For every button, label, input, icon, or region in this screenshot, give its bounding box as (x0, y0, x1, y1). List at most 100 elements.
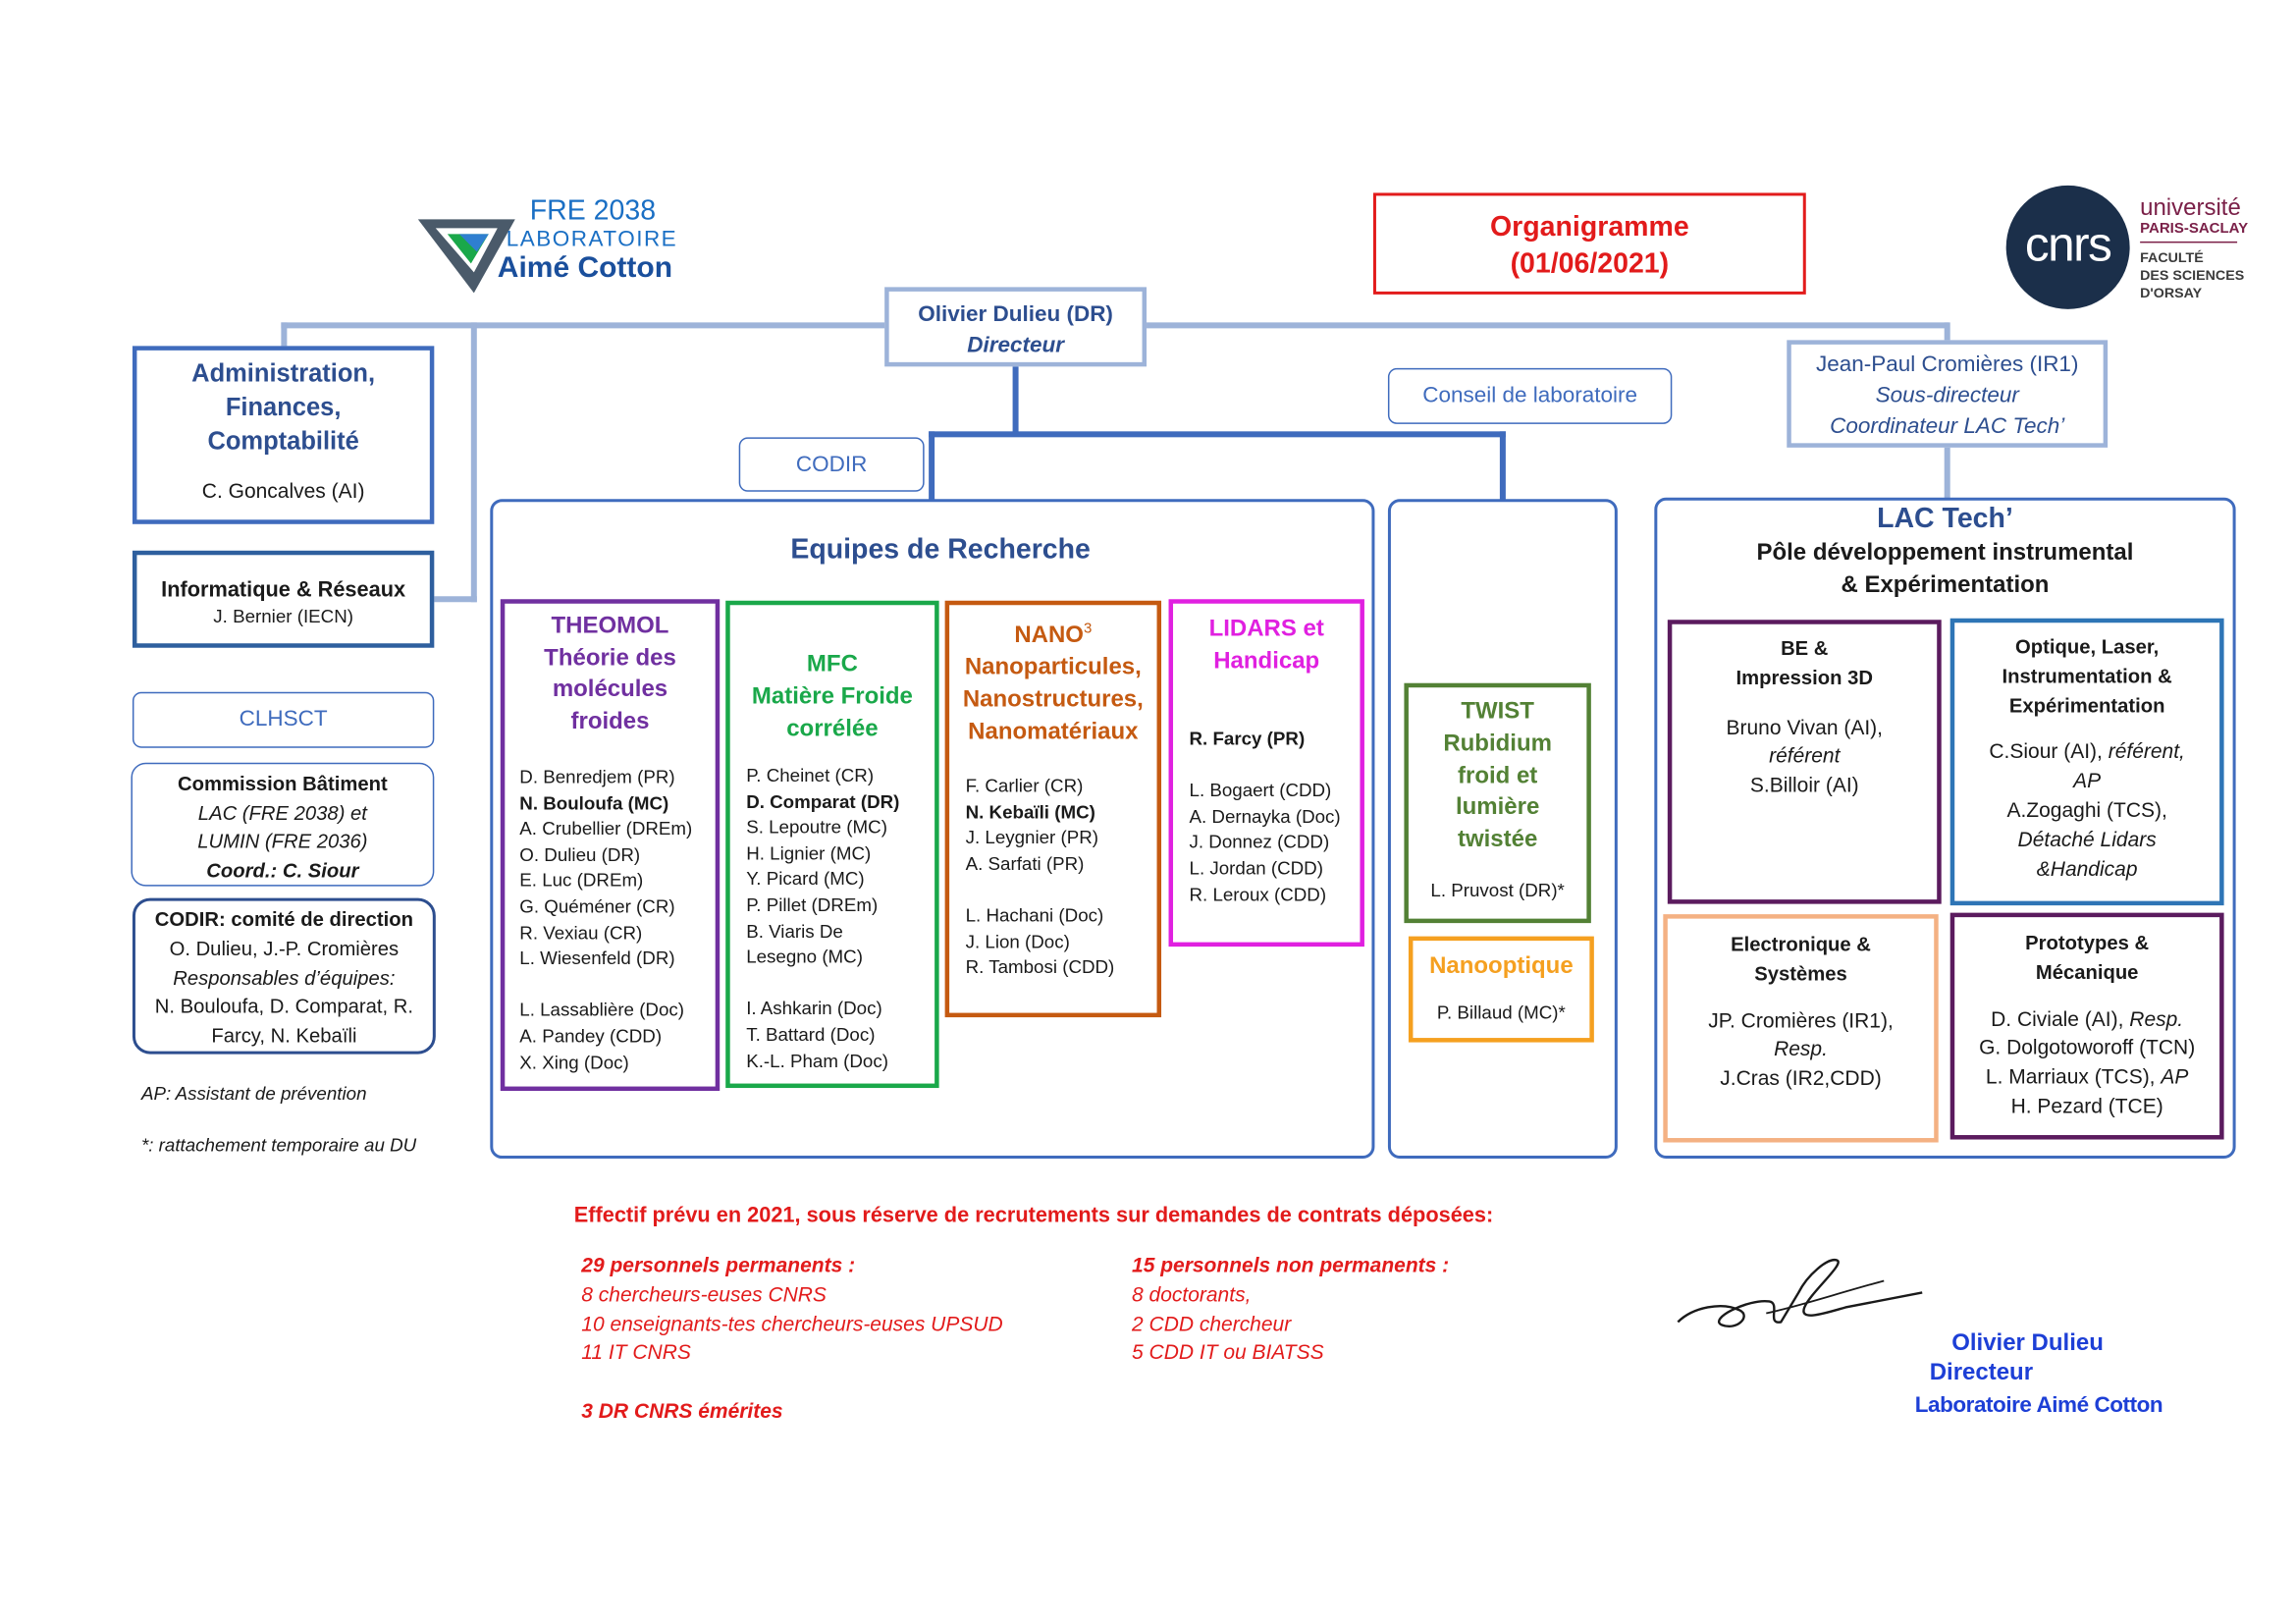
prototypes-person1a: D. Civiale (AI), (1991, 1005, 2130, 1030)
note-star: *: rattachement temporaire au DU (140, 1135, 417, 1157)
director-role: Directeur (967, 332, 1064, 358)
subdirector-role1: Sous-directeur (1875, 382, 2019, 408)
unit-be: BE & Impression 3D Bruno Vivan (AI), réf… (1667, 620, 1942, 904)
list-item: F. Carlier (CR) (965, 776, 1084, 797)
codir-box: CODIR: comité de direction O. Dulieu, J.… (132, 897, 436, 1055)
list-item: J. Leygnier (PR) (965, 827, 1099, 848)
codir-title: CODIR: comité de direction (154, 908, 413, 931)
list-item: Lesegno (MC) (746, 947, 863, 968)
subdirector-role2: Coordinateur LAC Tech’ (1830, 413, 2065, 439)
fac-line2: DES SCIENCES (2140, 267, 2245, 285)
nano-title2: Nanoparticules, (964, 655, 1142, 681)
list-item: A. Dernayka (Doc) (1189, 806, 1341, 828)
optique-person2: AP (2073, 768, 2102, 792)
logo-line2: LABORATOIRE (506, 226, 678, 252)
lactech-sub2: & Expérimentation (1841, 572, 2050, 598)
effectif-headline: Effectif prévu en 2021, sous réserve de … (573, 1204, 1494, 1228)
electronique-person3: J.Cras (IR2,CDD) (1720, 1065, 1882, 1090)
nanooptique-title: Nanooptique (1429, 953, 1574, 980)
title-box: Organigramme (01/06/2021) (1372, 192, 1806, 295)
be-person1: Bruno Vivan (AI), (1726, 715, 1883, 739)
subdirector-box: Jean-Paul Cromières (IR1) Sous-directeur… (1787, 340, 2109, 448)
be-person2: référent (1769, 743, 1841, 768)
list-item: R. Leroux (CDD) (1189, 884, 1327, 905)
codir-label: CODIR (795, 452, 868, 477)
equipes-title: Equipes de Recherche (790, 534, 1091, 566)
nanooptique-person: P. Billaud (MC)* (1436, 1002, 1566, 1024)
teams-connector-h (929, 431, 1506, 438)
admin-box: Administration, Finances, Comptabilité C… (132, 346, 435, 524)
subdir-connector (1944, 322, 1950, 344)
electronique-person2: Resp. (1774, 1037, 1828, 1061)
unit-prototypes: Prototypes & Mécanique D. Civiale (AI), … (1949, 912, 2224, 1140)
commission-line2: LUMIN (FRE 2036) (197, 830, 368, 853)
perm-title: 29 personnels permanents : (581, 1252, 856, 1276)
nonperm-title: 15 personnels non permanents : (1132, 1252, 1450, 1276)
univ-line1: université (2140, 195, 2241, 221)
list-item: D. Comparat (DR) (746, 791, 900, 813)
lidars-title2: Handicap (1213, 649, 1320, 675)
electronique-title2: Systèmes (1754, 962, 1847, 985)
commission-coord: Coord.: C. Siour (206, 858, 359, 882)
list-item: 8 doctorants, (1132, 1281, 1252, 1306)
theomol-title2: Théorie des (544, 645, 676, 671)
list-item: 10 enseignants-tes chercheurs-euses UPSU… (581, 1311, 1003, 1335)
commission-line1: LAC (FRE 2038) et (197, 801, 367, 824)
fac-line1: FACULTÉ (2140, 249, 2204, 267)
note-ap: AP: Assistant de prévention (140, 1083, 367, 1105)
be-title2: Impression 3D (1735, 666, 1874, 689)
effectif-nonpermanent: 15 personnels non permanents : 8 doctora… (1132, 1251, 1449, 1368)
effectif-permanent: 29 personnels permanents : 8 chercheurs-… (581, 1251, 1002, 1426)
conseil-label: Conseil de laboratoire (1422, 382, 1638, 408)
lac-logo: FRE 2038 LABORATOIRE Aimé Cotton (415, 195, 695, 298)
optique-person4: Détaché Lidars (2017, 827, 2157, 851)
optique-person5: &Handicap (2036, 856, 2138, 881)
mfc-title1: MFC (806, 652, 858, 677)
team-lidars: LIDARS et Handicap R. Farcy (PR) L. Boga… (1168, 599, 1364, 947)
codir-line4: Farcy, N. Kebaïli (211, 1024, 357, 1048)
team-mfc: MFC Matière Froide corrélée P. Cheinet (… (725, 600, 939, 1089)
signature-role: Directeur (1929, 1360, 2034, 1385)
list-item: J. Donnez (CDD) (1189, 832, 1330, 853)
title-line2: (01/06/2021) (1510, 248, 1670, 280)
twist-title3: froid et (1457, 763, 1538, 789)
nano-sup: 3 (1083, 621, 1093, 638)
list-item: P. Cheinet (CR) (746, 765, 875, 786)
subdirector-name: Jean-Paul Cromières (IR1) (1815, 352, 2079, 377)
list-item: 8 chercheurs-euses CNRS (581, 1281, 827, 1306)
nano-title4: Nanomatériaux (968, 720, 1139, 746)
nano-title1: NANO (1014, 623, 1084, 649)
list-item: L. Jordan (CDD) (1189, 858, 1323, 880)
informatique-person: J. Bernier (IECN) (213, 606, 353, 627)
info-connector-v (470, 322, 477, 603)
clhsct-box: CLHSCT (132, 691, 435, 748)
commission-box: Commission Bâtiment LAC (FRE 2038) et LU… (131, 762, 435, 887)
emerites: 3 DR CNRS émérites (581, 1398, 783, 1423)
admin-title2: Finances, (225, 393, 342, 421)
logo-line3: Aimé Cotton (497, 251, 673, 285)
optique-person3: A.Zogaghi (TCS), (2006, 797, 2167, 822)
twist-title2: Rubidium (1443, 731, 1552, 757)
clhsct-label: CLHSCT (239, 706, 328, 732)
lidars-title1: LIDARS et (1208, 617, 1324, 642)
mfc-title3: corrélée (786, 717, 879, 742)
list-item: H. Lignier (MC) (746, 842, 872, 864)
list-item: K.-L. Pham (Doc) (746, 1050, 888, 1071)
codir-line3: N. Bouloufa, D. Comparat, R. (154, 996, 414, 1018)
admin-title1: Administration, (191, 358, 376, 388)
list-item: D. Benredjem (PR) (519, 767, 675, 788)
theomol-title4: froides (570, 708, 650, 734)
partner-logos: cnrs université PARIS-SACLAY FACULTÉ DES… (2002, 184, 2267, 316)
list-item: N. Bouloufa (MC) (519, 792, 669, 814)
list-item: P. Pillet (DREm) (746, 894, 879, 916)
twist-person: L. Pruvost (DR)* (1430, 880, 1565, 901)
list-item: L. Wiesenfeld (DR) (519, 947, 675, 969)
prototypes-person2: G. Dolgotoworoff (TCN) (1979, 1035, 2196, 1059)
list-item: A. Sarfati (PR) (965, 853, 1085, 875)
prototypes-person3b: AP (2161, 1064, 2189, 1089)
lac-logo-mark-icon (417, 219, 515, 294)
list-item: L. Bogaert (CDD) (1189, 780, 1332, 801)
univ-line2: PARIS-SACLAY (2140, 220, 2249, 238)
dir-down-connector (1012, 363, 1019, 435)
list-item: 2 CDD chercheur (1132, 1311, 1292, 1335)
